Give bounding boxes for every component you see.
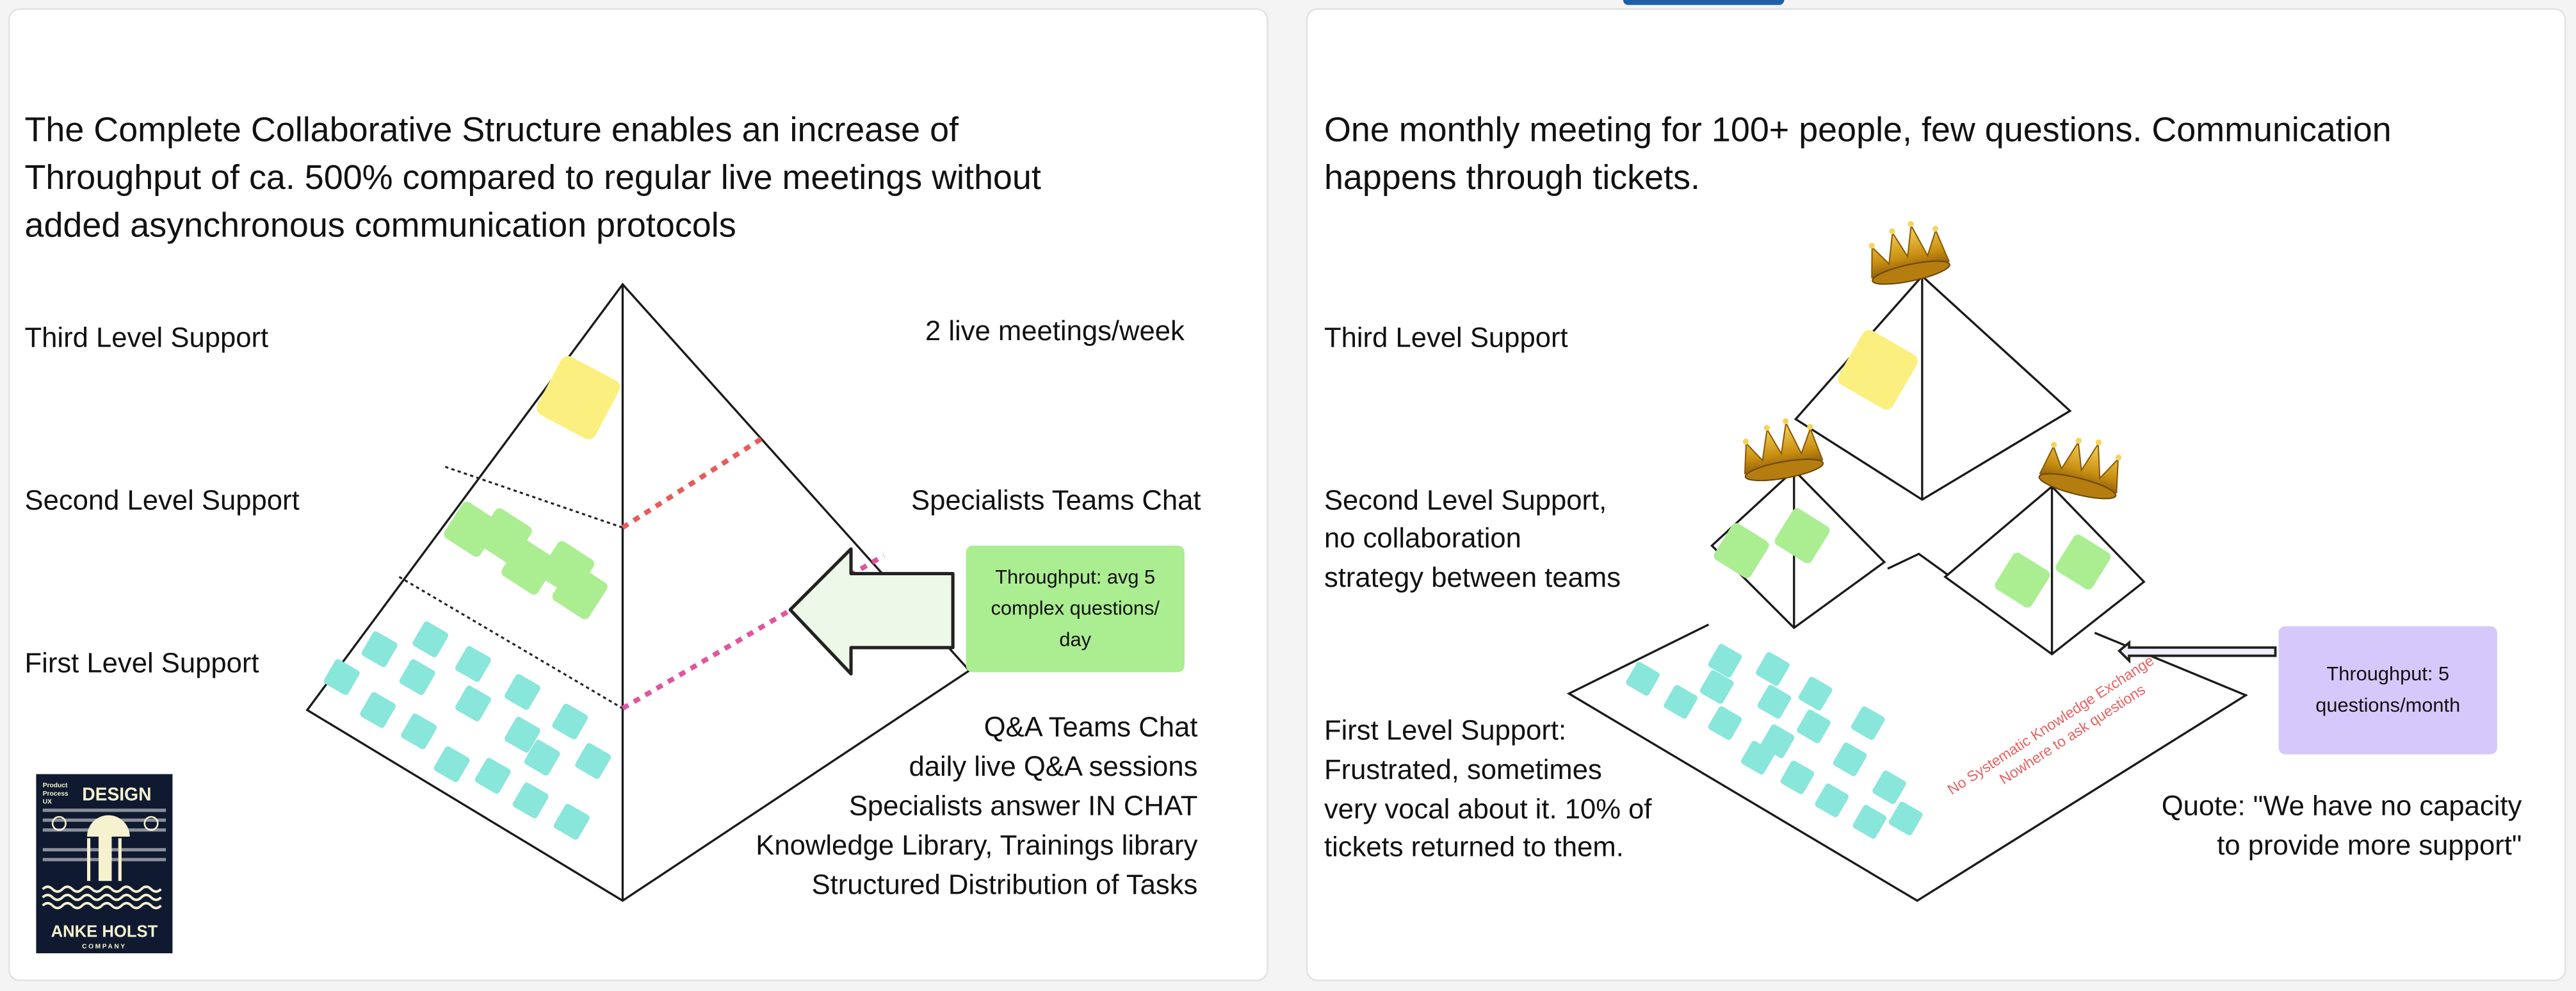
slide-right[interactable]	[1306, 8, 2566, 981]
sticky-note-teal[interactable]	[574, 742, 612, 780]
sticky-note-teal[interactable]	[398, 658, 437, 696]
throughput-note-green[interactable]: Throughput: avg 5 complex questions/ day	[966, 545, 1185, 673]
right-label-first-level: Frustrated, sometimes	[1324, 754, 1602, 786]
floor-outline	[1566, 623, 2248, 902]
throughput-line: Throughput: 5	[2326, 662, 2450, 685]
sticky-note-teal[interactable]	[551, 703, 590, 741]
throughput-line: questions/month	[2315, 693, 2461, 717]
sticky-note-teal[interactable]	[411, 620, 450, 659]
sticky-note-teal[interactable]	[433, 745, 471, 783]
practice-item: daily live Q&A sessions	[909, 751, 1198, 783]
sticky-note-teal[interactable]	[1779, 760, 1815, 796]
sticky-note-teal[interactable]	[1832, 741, 1868, 777]
sticky-note-teal[interactable]	[474, 757, 512, 795]
right-label-first-level: tickets returned to them.	[1324, 831, 1624, 863]
sticky-note-teal[interactable]	[323, 658, 361, 696]
throughput-line: complex questions/	[991, 596, 1160, 620]
right-title-line-2: happens through tickets.	[1324, 159, 1701, 197]
level-divider-upper	[444, 466, 623, 529]
thin-arrow-icon	[2117, 640, 2277, 664]
sticky-note-yellow[interactable]	[534, 354, 623, 443]
warning-text: No Systematic Knowledge Exchange Nowhere…	[1945, 652, 2157, 798]
sticky-note-teal[interactable]	[1888, 801, 1924, 837]
right-title-line-1: One monthly meeting for 100+ people, few…	[1324, 111, 2392, 150]
right-label-second-level: strategy between teams	[1324, 562, 1621, 594]
practice-item: Q&A Teams Chat	[984, 711, 1198, 743]
sticky-note-teal[interactable]	[1740, 740, 1776, 776]
sticky-note-teal[interactable]	[512, 782, 550, 820]
right-label-second-level: Second Level Support,	[1324, 484, 1607, 516]
sticky-note-green[interactable]	[2054, 533, 2112, 592]
sticky-note-teal[interactable]	[1814, 782, 1850, 818]
sticky-note-green[interactable]	[1993, 551, 2052, 610]
sticky-note-teal[interactable]	[1756, 684, 1792, 720]
throughput-note-purple[interactable]: Throughput: 5 questions/month	[2278, 626, 2497, 755]
left-label-first-level: First Level Support	[24, 647, 259, 679]
svg-text:UX: UX	[43, 799, 52, 806]
throughput-line: Throughput: avg 5	[995, 565, 1156, 589]
sticky-note-yellow[interactable]	[1835, 327, 1920, 413]
sticky-note-teal[interactable]	[359, 691, 397, 730]
svg-text:DESIGN: DESIGN	[82, 783, 151, 804]
practice-item: Specialists answer IN CHAT	[848, 790, 1198, 822]
crown-icon	[1742, 418, 1824, 482]
practice-item: Knowledge Library, Trainings library	[756, 830, 1198, 862]
sticky-note-teal[interactable]	[454, 684, 492, 723]
crown-icon	[2038, 438, 2122, 500]
sticky-note-green[interactable]	[1712, 521, 1771, 580]
svg-text:Product: Product	[43, 782, 68, 789]
specialists-chat-label: Specialists Teams Chat	[911, 484, 1201, 516]
sticky-note-teal[interactable]	[1872, 769, 1908, 805]
svg-text:No Systematic Knowledge Exchan: No Systematic Knowledge Exchange	[1945, 652, 2157, 798]
top-pyramid	[1794, 274, 2072, 501]
active-tab-indicator[interactable]	[1623, 0, 1785, 5]
left-label-second-level: Second Level Support	[24, 484, 300, 516]
sticky-note-teal[interactable]	[1663, 684, 1699, 720]
sticky-note-teal[interactable]	[1625, 661, 1661, 697]
svg-text:Process: Process	[43, 790, 69, 798]
quote-line: Quote: "We have no capacity	[2161, 790, 2522, 822]
sticky-note-teal[interactable]	[1850, 705, 1886, 741]
right-label-first-level: very vocal about it. 10% of	[1324, 794, 1652, 825]
quote-line: to provide more support"	[2217, 830, 2522, 862]
sticky-note-teal[interactable]	[454, 645, 492, 684]
sticky-note-teal[interactable]	[1754, 651, 1790, 687]
svg-text:ANKE HOLST: ANKE HOLST	[51, 922, 158, 940]
sticky-note-teal[interactable]	[1707, 643, 1743, 678]
sticky-note-teal[interactable]	[1852, 804, 1888, 840]
meetings-label: 2 live meetings/week	[925, 315, 1185, 347]
left-arrow-icon	[788, 547, 955, 676]
sticky-note-teal[interactable]	[1797, 676, 1833, 712]
sticky-note-green[interactable]	[1773, 506, 1832, 565]
pyramid-outline	[305, 283, 971, 902]
slide-left[interactable]	[8, 8, 1268, 981]
practice-item: Structured Distribution of Tasks	[811, 869, 1198, 901]
sticky-note-teal[interactable]	[1707, 705, 1743, 741]
sticky-note-teal[interactable]	[553, 803, 591, 841]
left-title-line-3: added asynchronous communication protoco…	[24, 207, 736, 245]
red-dotted-connector	[621, 435, 766, 530]
left-title-line-1: The Complete Collaborative Structure ena…	[24, 111, 959, 150]
svg-text:COMPANY: COMPANY	[82, 943, 127, 950]
sticky-note-teal[interactable]	[503, 673, 542, 711]
pyramid-connector	[1887, 552, 1949, 577]
sticky-note-green[interactable]	[499, 537, 558, 596]
crown-icon	[1868, 220, 1950, 285]
throughput-line: day	[1059, 628, 1092, 651]
sticky-note-teal[interactable]	[503, 716, 542, 754]
sticky-note-green[interactable]	[551, 562, 610, 621]
sticky-note-teal[interactable]	[1699, 669, 1735, 705]
sticky-note-teal[interactable]	[360, 630, 399, 669]
right-label-first-level: First Level Support:	[1324, 715, 1567, 746]
sticky-note-teal[interactable]	[1795, 708, 1831, 744]
sticky-note-teal[interactable]	[523, 739, 562, 777]
right-label-second-level: no collaboration	[1324, 522, 1521, 554]
sticky-note-teal[interactable]	[400, 712, 438, 751]
right-label-third-level: Third Level Support	[1324, 322, 1568, 354]
left-title-line-2: Throughput of ca. 500% compared to regul…	[24, 159, 1041, 197]
left-label-third-level: Third Level Support	[24, 322, 269, 354]
